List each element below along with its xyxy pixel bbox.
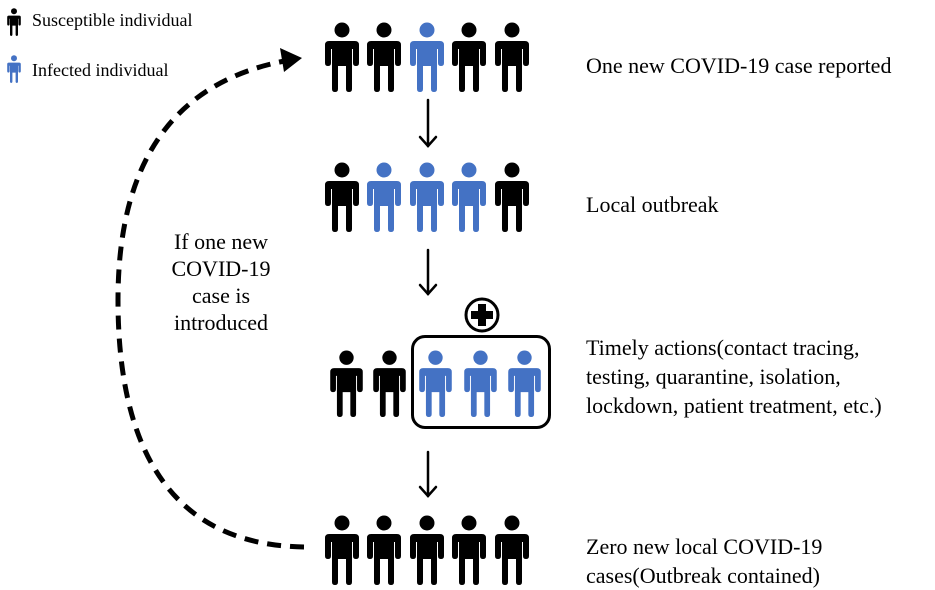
stage-1-label: One new COVID-19 case reported xyxy=(586,51,891,80)
legend-susceptible-icon xyxy=(7,8,21,36)
person-icon xyxy=(410,162,444,232)
stage-2-label: Local outbreak xyxy=(586,190,719,219)
loop-note-line-1: If one new xyxy=(173,229,269,254)
person-icon xyxy=(495,162,529,232)
loop-note-line-4: introduced xyxy=(173,310,269,335)
stage-4-label: Zero new local COVID-19 cases(Outbreak c… xyxy=(586,532,822,590)
person-icon xyxy=(373,350,406,417)
medical-cross-icon xyxy=(464,297,500,333)
person-icon xyxy=(367,162,401,232)
legend-infected-icon xyxy=(7,55,21,83)
stage-4-line-2: cases(Outbreak contained) xyxy=(586,563,820,588)
legend-susceptible-label: Susceptible individual xyxy=(32,10,193,30)
stage-2-line-1: Local outbreak xyxy=(586,192,719,217)
person-icon xyxy=(325,22,359,92)
stage-4-line-1: Zero new local COVID-19 xyxy=(586,534,823,559)
stage-1-line-1: One new COVID-19 case reported xyxy=(586,53,892,78)
person-icon xyxy=(410,22,444,92)
stage-3-line-2: testing, quarantine, isolation, xyxy=(586,364,841,389)
person-icon xyxy=(452,22,486,92)
down-arrow-icon xyxy=(418,98,438,148)
legend-infected-label: Infected individual xyxy=(32,60,169,80)
stage-3-label: Timely actions(contact tracing, testing,… xyxy=(586,333,882,420)
stage-3-line-1: Timely actions(contact tracing, xyxy=(586,335,860,360)
person-icon xyxy=(367,515,401,585)
person-icon xyxy=(452,515,486,585)
down-arrow-icon xyxy=(418,450,438,498)
down-arrow-icon xyxy=(418,248,438,296)
person-icon xyxy=(464,350,497,417)
person-icon xyxy=(330,350,363,417)
person-icon xyxy=(367,22,401,92)
person-icon xyxy=(419,350,452,417)
person-icon xyxy=(325,515,359,585)
treatment-box xyxy=(411,335,551,429)
person-icon xyxy=(410,515,444,585)
loop-note-line-3: case is xyxy=(191,283,251,308)
person-icon xyxy=(495,515,529,585)
stage-3-line-3: lockdown, patient treatment, etc.) xyxy=(586,393,882,418)
person-icon xyxy=(495,22,529,92)
person-icon xyxy=(508,350,541,417)
loop-note: If one new COVID-19 case is introduced xyxy=(141,228,301,336)
loop-note-line-2: COVID-19 xyxy=(171,256,271,281)
person-icon xyxy=(325,162,359,232)
dashed-loop-arrow-icon xyxy=(115,48,305,550)
person-icon xyxy=(452,162,486,232)
